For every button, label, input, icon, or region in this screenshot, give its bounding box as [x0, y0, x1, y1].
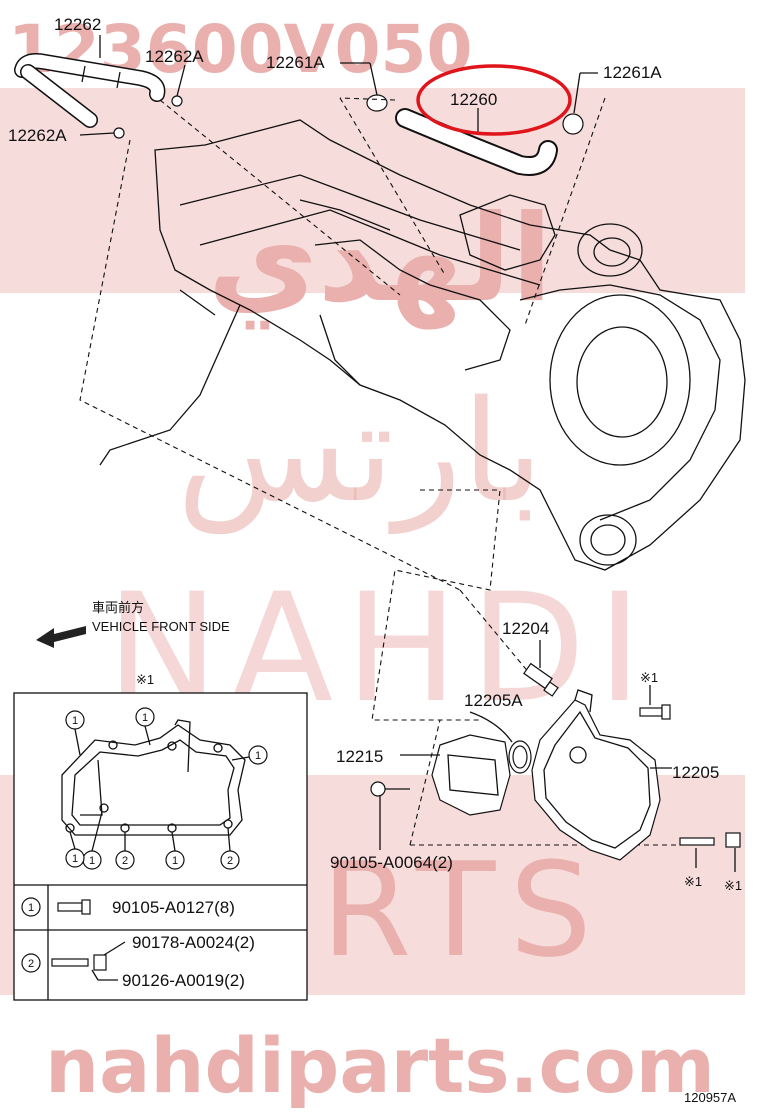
clamp-12262a-top	[171, 95, 183, 107]
legend-row1-part: 90105-A0127(8)	[112, 898, 235, 917]
legend-row2-marker: 2	[28, 958, 34, 970]
legend-row2-part-b: 90126-A0019(2)	[122, 971, 245, 990]
bolt-90105-a0064	[370, 781, 410, 850]
marker-1f: 1	[172, 855, 178, 867]
cover-12205	[531, 689, 672, 861]
label-12261a-left: 12261A	[266, 53, 325, 72]
label-12262a-top: 12262A	[145, 47, 204, 66]
marker-1c: 1	[255, 750, 261, 762]
engine-illustration	[99, 119, 746, 571]
guide-lines-top	[79, 35, 690, 846]
legend-box: ※1 1 1 1 1 1 2 1 2	[13, 672, 308, 1001]
clamp-12261a-left	[366, 94, 388, 112]
note-mark-3: ※1	[724, 878, 742, 893]
watermark-arabic-2: بارتس	[177, 371, 544, 534]
hose-12262	[14, 53, 166, 128]
legend-row2-part-a: 90178-A0024(2)	[132, 933, 255, 952]
label-12205: 12205	[672, 763, 719, 782]
marker-1d: 1	[89, 855, 95, 867]
stud-note1-bottom	[679, 832, 741, 872]
bolt-note1-right	[639, 685, 671, 720]
oring-12205a	[469, 711, 532, 774]
label-12262a-left: 12262A	[8, 126, 67, 145]
marker-2a: 2	[122, 855, 128, 867]
front-label-japanese: 車両前方	[92, 600, 144, 615]
vehicle-front-indicator: 車両前方 VEHICLE FRONT SIDE	[36, 600, 230, 648]
label-12205a: 12205A	[464, 691, 523, 710]
clamps	[113, 94, 584, 139]
label-12261a-right: 12261A	[603, 63, 662, 82]
marker-1a: 1	[72, 715, 78, 727]
marker-1b: 1	[142, 712, 148, 724]
label-12260: 12260	[450, 90, 497, 109]
legend-row2-stud-icon	[51, 941, 126, 981]
front-arrow-icon	[36, 626, 86, 648]
clamp-12261a-right	[562, 113, 584, 135]
label-12204: 12204	[502, 619, 549, 638]
watermark-arabic-1: الهدي	[208, 190, 553, 329]
note-mark-1: ※1	[640, 670, 658, 685]
hose-12260	[395, 108, 558, 176]
valve-12215	[400, 734, 511, 816]
label-12262: 12262	[54, 15, 101, 34]
legend-row1-bolt-icon	[57, 899, 91, 915]
figure-code: 120957A	[684, 1090, 736, 1105]
legend-header-mark: ※1	[136, 672, 154, 687]
label-90105-a0064: 90105-A0064(2)	[330, 853, 453, 872]
legend-markers: 1 1 1 1 1 2 1 2	[65, 707, 268, 870]
highlight-ellipse	[416, 64, 572, 136]
marker-2b: 2	[227, 855, 233, 867]
watermark-band-top	[0, 88, 745, 293]
marker-1e: 1	[72, 853, 78, 865]
label-12215: 12215	[336, 747, 383, 766]
watermark-site: nahdiparts.com	[45, 1021, 715, 1110]
clamp-12262a-left	[113, 127, 125, 139]
legend-row1-marker: 1	[28, 902, 34, 914]
sensor-12204	[523, 640, 559, 697]
note-mark-2: ※1	[684, 874, 702, 889]
front-label-english: VEHICLE FRONT SIDE	[92, 619, 230, 634]
